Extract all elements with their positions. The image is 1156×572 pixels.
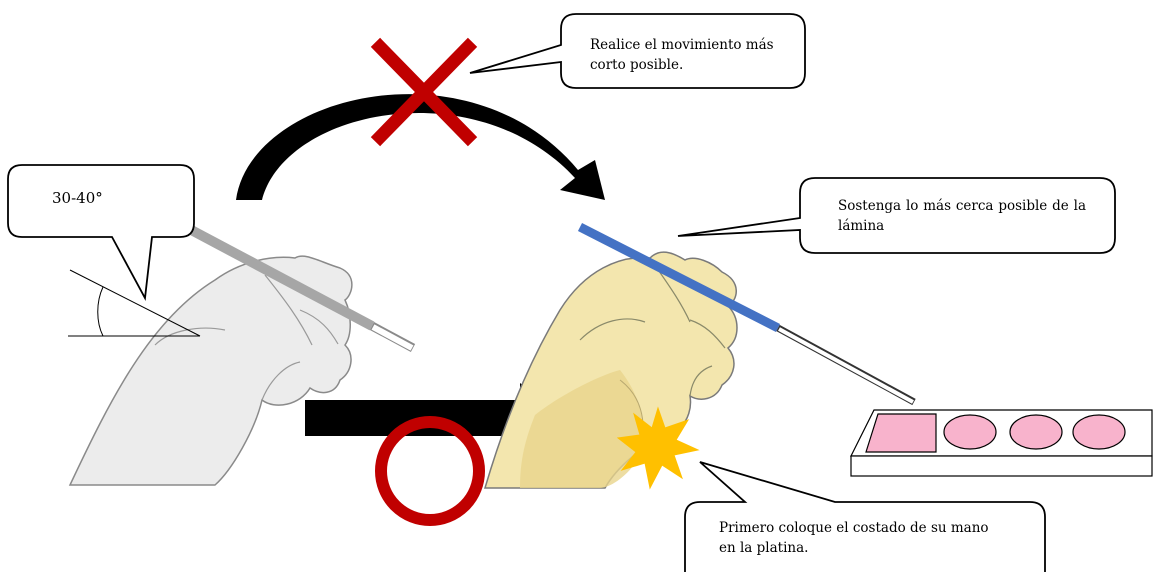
cross-mark	[380, 47, 468, 137]
angle-label: 30-40°	[52, 188, 103, 208]
hand-first-text: Primero coloque el costado de su mano en…	[719, 518, 1009, 558]
slide-tray	[851, 410, 1152, 476]
shortest-movement-text: Realice el movimiento más corto posible.	[590, 35, 790, 75]
hold-near-text: Sostenga lo más cerca posible de la lámi…	[838, 196, 1086, 236]
slide-well-1	[944, 415, 996, 449]
callout-angle-bubble	[8, 165, 194, 298]
circle-mark	[381, 422, 479, 520]
slide-square-well	[866, 414, 936, 452]
slide-well-3	[1073, 415, 1125, 449]
curved-arrow	[236, 94, 605, 200]
angle-indicator	[68, 270, 200, 336]
slide-well-2	[1010, 415, 1062, 449]
